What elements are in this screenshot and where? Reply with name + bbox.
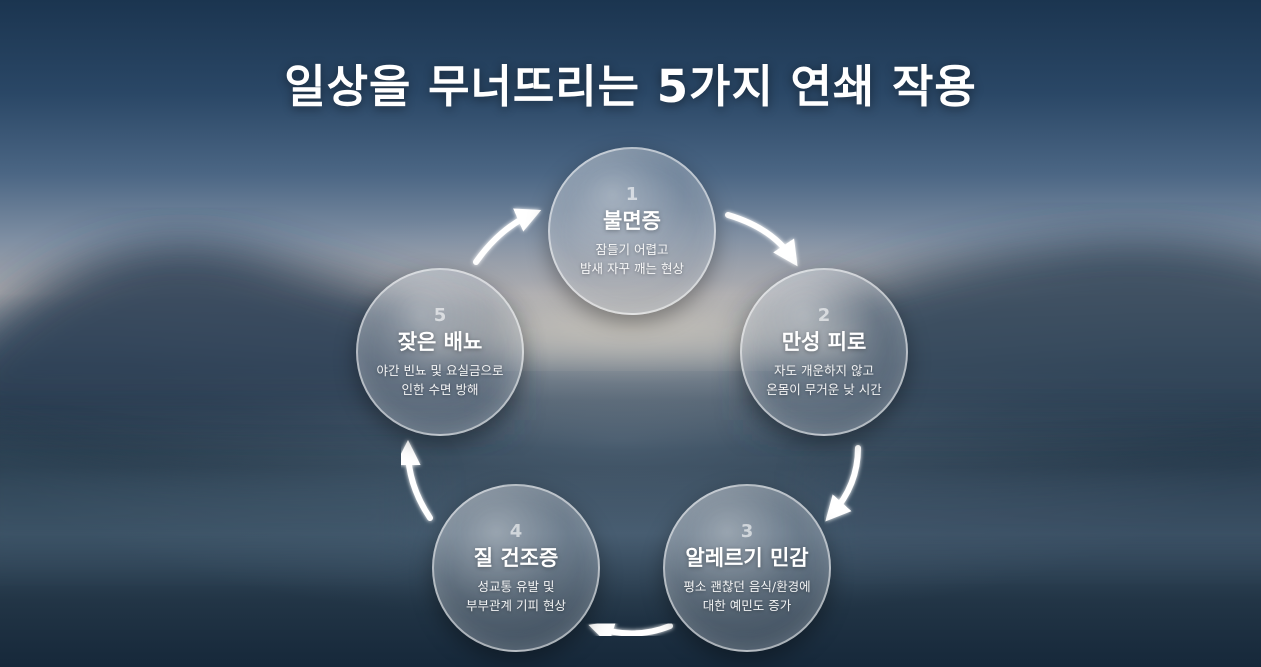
- node-description-line: 인한 수면 방해: [401, 382, 479, 397]
- node-number: 5: [433, 305, 447, 326]
- cycle-node-chronic-fatigue: 2 만성 피로 자도 개운하지 않고 온몸이 무거운 낮 시간: [740, 268, 908, 436]
- node-description-line: 부부관계 기피 현상: [466, 598, 566, 613]
- cycle-node-allergy-sensitivity: 3 알레르기 민감 평소 괜찮던 음식/환경에 대한 예민도 증가: [663, 484, 831, 652]
- node-number: 2: [817, 305, 831, 326]
- cycle-node-vaginal-dryness: 4 질 건조증 성교통 유발 및 부부관계 기피 현상: [432, 484, 600, 652]
- node-description-line: 성교통 유발 및: [477, 579, 555, 594]
- node-title: 만성 피로: [781, 330, 867, 354]
- node-description-line: 잠들기 어렵고: [595, 242, 669, 257]
- node-number: 1: [625, 184, 639, 205]
- node-number: 3: [740, 521, 754, 542]
- node-title: 알레르기 민감: [685, 546, 809, 570]
- node-description-line: 평소 괜찮던 음식/환경에: [683, 579, 811, 594]
- node-description: 성교통 유발 및 부부관계 기피 현상: [466, 577, 566, 615]
- node-number: 4: [509, 521, 523, 542]
- node-title: 불면증: [603, 209, 661, 233]
- node-description-line: 온몸이 무거운 낮 시간: [766, 382, 882, 397]
- node-title: 잦은 배뇨: [397, 330, 483, 354]
- water-reflection-left: [0, 440, 420, 560]
- node-description-line: 자도 개운하지 않고: [774, 363, 874, 378]
- node-description: 야간 빈뇨 및 요실금으로 인한 수면 방해: [377, 361, 504, 399]
- node-description: 평소 괜찮던 음식/환경에 대한 예민도 증가: [683, 577, 810, 615]
- node-description-line: 대한 예민도 증가: [702, 598, 792, 613]
- node-description-line: 밤새 자꾸 깨는 현상: [580, 261, 684, 276]
- node-description: 자도 개운하지 않고 온몸이 무거운 낮 시간: [766, 361, 881, 399]
- node-description: 잠들기 어렵고 밤새 자꾸 깨는 현상: [580, 240, 684, 278]
- page-title: 일상을 무너뜨리는 5가지 연쇄 작용: [284, 60, 977, 113]
- water-reflection-right: [820, 449, 1261, 560]
- cycle-node-frequent-urination: 5 잦은 배뇨 야간 빈뇨 및 요실금으로 인한 수면 방해: [356, 268, 524, 436]
- cycle-node-insomnia: 1 불면증 잠들기 어렵고 밤새 자꾸 깨는 현상: [548, 147, 716, 315]
- node-description-line: 야간 빈뇨 및 요실금으로: [376, 363, 504, 378]
- node-title: 질 건조증: [473, 546, 559, 570]
